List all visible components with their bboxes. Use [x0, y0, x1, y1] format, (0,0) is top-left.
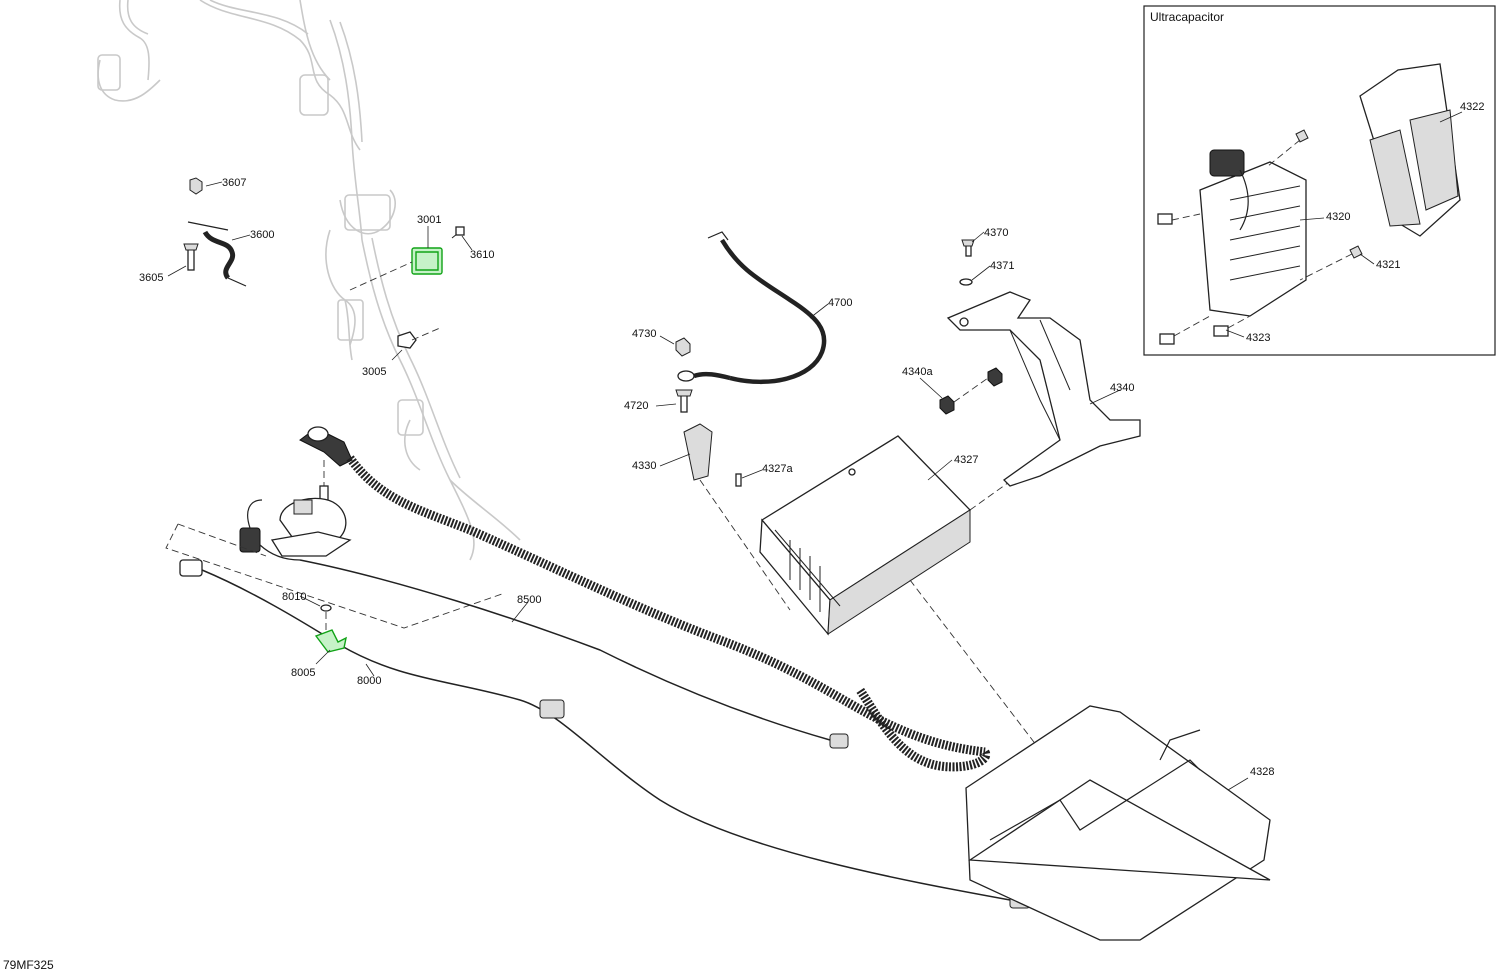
- battery-bracket-4340: [919, 231, 1141, 487]
- inset-title: Ultracapacitor: [1150, 10, 1224, 24]
- label-4322: 4322: [1460, 101, 1484, 113]
- label-3607: 3607: [222, 177, 246, 189]
- relay-3001-group: [349, 226, 473, 361]
- label-4720: 4720: [624, 400, 648, 412]
- label-4340a: 4340a: [902, 366, 933, 378]
- label-8005: 8005: [291, 667, 315, 679]
- label-4323: 4323: [1246, 332, 1270, 344]
- label-4320: 4320: [1326, 211, 1350, 223]
- label-4340: 4340: [1110, 382, 1134, 394]
- label-3600: 3600: [250, 229, 274, 241]
- label-8010: 8010: [282, 591, 306, 603]
- label-8000: 8000: [357, 675, 381, 687]
- label-4700: 4700: [828, 297, 852, 309]
- starter-solenoid-assembly: [239, 426, 991, 772]
- battery-cable-4700: [677, 231, 829, 385]
- label-4370: 4370: [984, 227, 1008, 239]
- terminal-hardware: [655, 335, 791, 611]
- label-4327: 4327: [954, 454, 978, 466]
- battery-4327: [759, 435, 1041, 636]
- label-4327a: 4327a: [762, 463, 793, 475]
- label-3001: 3001: [417, 214, 441, 226]
- label-3605: 3605: [139, 272, 163, 284]
- ultracapacitor-inset: [1143, 5, 1496, 356]
- drawing-reference-code: 79MF325: [3, 958, 54, 972]
- part-labels: 3607 3600 3605 3001 3610 3005 4370 4371 …: [3, 10, 1484, 972]
- label-4330: 4330: [632, 460, 656, 472]
- ground-cable-assembly: [167, 177, 251, 287]
- label-4328: 4328: [1250, 766, 1274, 778]
- label-4730: 4730: [632, 328, 656, 340]
- label-8500: 8500: [517, 594, 541, 606]
- label-3005: 3005: [362, 366, 386, 378]
- label-4321: 4321: [1376, 259, 1400, 271]
- battery-cover-4328: [909, 579, 1271, 941]
- label-3610: 3610: [470, 249, 494, 261]
- background-harness: [97, 0, 521, 561]
- label-4371: 4371: [990, 260, 1014, 272]
